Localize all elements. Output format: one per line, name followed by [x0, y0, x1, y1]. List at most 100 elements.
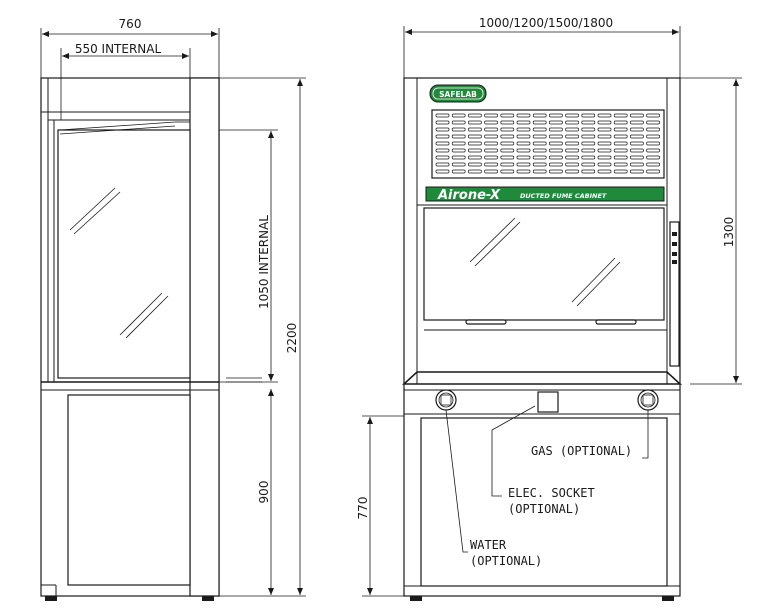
- vent-slot: [646, 134, 660, 139]
- vent-slot: [646, 155, 660, 160]
- vent-slot: [532, 134, 547, 139]
- socket-leader: [491, 405, 536, 497]
- vent-slot: [500, 148, 515, 153]
- vent-slot: [581, 127, 596, 132]
- vent-slot: [468, 120, 482, 125]
- vent-slot: [516, 113, 531, 118]
- vent-slot: [549, 113, 563, 118]
- electrical-socket-icon: [537, 391, 559, 413]
- vent-slot: [565, 169, 579, 174]
- vent-slot: [451, 162, 466, 167]
- vent-slot: [451, 148, 466, 153]
- vent-slot: [500, 113, 515, 118]
- control-panel-strip: [669, 221, 680, 367]
- front-glass-reflection: [469, 217, 621, 307]
- vent-slot: [549, 127, 563, 132]
- vent-slot: [435, 127, 450, 132]
- vent-slot: [581, 113, 596, 118]
- vent-slot: [613, 127, 628, 132]
- water-fitting-icon: [435, 389, 457, 411]
- vent-slot: [500, 141, 515, 146]
- dim-internal-height: 1050 INTERNAL: [257, 215, 271, 309]
- vent-slot: [500, 169, 515, 174]
- vent-slot: [646, 169, 660, 174]
- vent-slot: [597, 169, 612, 174]
- vent-slot: [630, 113, 644, 118]
- water-leader: [445, 409, 468, 553]
- vent-slot: [549, 162, 563, 167]
- vent-slot: [630, 162, 644, 167]
- side-foot-rear: [45, 596, 57, 601]
- vent-slot: [484, 169, 498, 174]
- front-foot-left: [410, 596, 422, 601]
- vent-slot: [435, 169, 450, 174]
- vent-slot: [468, 113, 482, 118]
- vent-slot: [630, 127, 644, 132]
- vent-slot: [630, 141, 644, 146]
- vent-slot: [532, 113, 547, 118]
- side-base-cabinet: [67, 394, 191, 586]
- vent-slot: [532, 169, 547, 174]
- vent-slot: [646, 162, 660, 167]
- vent-slot: [613, 162, 628, 167]
- vent-slot: [532, 141, 547, 146]
- side-foot-front: [202, 596, 214, 601]
- dim-internal-width: 550 INTERNAL: [75, 42, 162, 56]
- vent-slot: [597, 127, 612, 132]
- vent-slot: [597, 141, 612, 146]
- vent-slot: [597, 155, 612, 160]
- dim-base-height: 900: [257, 481, 271, 504]
- dim-overall-width: 760: [119, 17, 142, 31]
- vent-slot: [597, 113, 612, 118]
- vent-slot: [549, 169, 563, 174]
- vent-slot: [500, 127, 515, 132]
- vent-slot: [484, 141, 498, 146]
- socket-label-line2: (OPTIONAL): [508, 502, 580, 516]
- side-front-post: [189, 77, 220, 597]
- vent-slot: [565, 134, 579, 139]
- vent-slot: [549, 120, 563, 125]
- vent-slot: [549, 141, 563, 146]
- vent-slot: [613, 155, 628, 160]
- vent-slot: [468, 141, 482, 146]
- vent-slot: [597, 134, 612, 139]
- vent-slot: [451, 134, 466, 139]
- leader-lines: [445, 405, 649, 553]
- vent-slot: [565, 148, 579, 153]
- vent-slot: [613, 148, 628, 153]
- vent-slot: [613, 141, 628, 146]
- glass-reflection: [69, 187, 169, 339]
- vent-slot: [581, 148, 596, 153]
- vent-slot: [646, 148, 660, 153]
- vent-slot: [565, 120, 579, 125]
- vent-slot: [435, 120, 450, 125]
- gas-leader: [642, 410, 649, 459]
- vent-slot: [581, 141, 596, 146]
- product-name: Airone-X: [437, 188, 501, 203]
- vent-slot: [484, 155, 498, 160]
- vent-slot: [532, 162, 547, 167]
- front-foot-right: [662, 596, 674, 601]
- vent-slot: [516, 141, 531, 146]
- vent-slot: [435, 141, 450, 146]
- vent-slot: [630, 120, 644, 125]
- vent-slot: [597, 162, 612, 167]
- vent-slot: [532, 127, 547, 132]
- vent-slot: [516, 169, 531, 174]
- vent-slot: [581, 169, 596, 174]
- front-view: SAFELAB Airone-X DUCTED FUME CABINET: [356, 16, 742, 601]
- vent-slot: [630, 169, 644, 174]
- vent-slot: [613, 113, 628, 118]
- water-label-line2: (OPTIONAL): [470, 554, 542, 568]
- exhaust-vent-grille: [431, 109, 665, 179]
- vent-slot: [451, 155, 466, 160]
- vent-slot: [646, 113, 660, 118]
- side-sash-glass: [57, 129, 191, 379]
- gas-fitting-icon: [637, 389, 659, 411]
- dim-overall-height: 2200: [285, 323, 299, 354]
- vent-slot: [630, 134, 644, 139]
- vent-slot: [532, 155, 547, 160]
- product-name-strip: [425, 186, 665, 202]
- vent-slot: [516, 162, 531, 167]
- vent-slot: [451, 120, 466, 125]
